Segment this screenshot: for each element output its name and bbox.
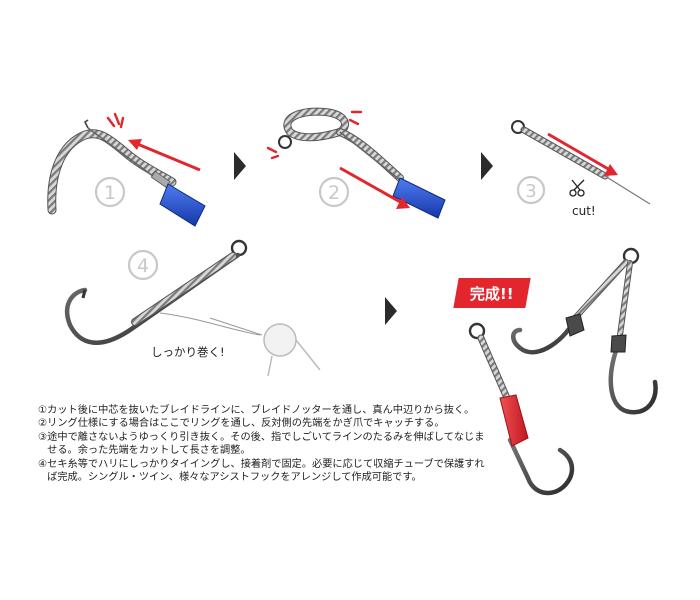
note-text: カット後に中芯を抜いたブレイドラインに、ブレイドノッターを通し、真ん中辺りから抜…	[47, 405, 475, 416]
step-number: 1	[104, 182, 116, 204]
knotter-needle	[339, 131, 401, 181]
step-number-circle	[94, 176, 126, 208]
shrink-tube	[499, 394, 529, 447]
complete-twin-hook	[511, 247, 658, 415]
shrink-tube	[610, 334, 627, 353]
next-chevron-2	[481, 152, 493, 180]
emphasis-marks	[106, 112, 125, 129]
hook-eye	[468, 322, 486, 340]
complete-label: 完成!!	[470, 284, 514, 303]
step-4-illustration: 4	[64, 239, 321, 377]
thread-spool-line	[159, 312, 261, 336]
hook	[511, 317, 578, 355]
step-number-circle	[516, 175, 546, 205]
step-1-illustration: 1	[47, 112, 206, 227]
note-number: ④	[38, 458, 48, 470]
shrink-tube	[565, 313, 585, 337]
emphasis-marks	[266, 110, 363, 160]
wrap-tightly-label: しっかり巻く!	[151, 345, 225, 359]
scissors-icon	[569, 179, 585, 197]
complete-single-hook	[468, 322, 575, 496]
knotter-handle-blue	[392, 177, 446, 219]
step-3-illustration: 3	[511, 120, 651, 205]
step-number: 2	[328, 182, 340, 204]
cut-label: cut!	[572, 204, 596, 218]
note-number: ①	[38, 405, 48, 416]
note-1: ① カット後に中芯を抜いたブレイドラインに、ブレイドノッターを通し、真ん中辺りか…	[38, 404, 488, 417]
note-text: 途中で離さないようゆっくり引き抜く。その後、指でしごいてラインのたるみを伸ばして…	[47, 431, 485, 457]
pull-arrow	[339, 166, 403, 205]
hook	[507, 437, 575, 496]
next-chevron-1	[234, 152, 246, 180]
thread-bobbin	[263, 323, 297, 357]
note-number: ③	[38, 431, 48, 443]
hook	[608, 342, 658, 415]
instruction-notes: ① カット後に中芯を抜いたブレイドラインに、ブレイドノッターを通し、真ん中辺りか…	[38, 404, 488, 484]
note-4: ④ セキ糸等でハリにしっかりタイイングし、接着剤で固定。必要に応じて収縮チューブ…	[38, 458, 488, 485]
knotter-handle-blue	[159, 183, 206, 227]
step-number-circle	[127, 249, 159, 281]
note-3: ③ 途中で離さないようゆっくり引き抜く。その後、指でしごいてラインのたるみを伸ば…	[38, 431, 488, 458]
excess-line	[604, 175, 651, 205]
pull-arrow	[547, 132, 611, 172]
hook	[64, 252, 241, 345]
note-2: ② リング仕様にする場合はここでリングを通し、反対側の先端をかぎ爪でキャッチする…	[38, 417, 488, 430]
step-2-illustration: 2	[266, 107, 446, 219]
pull-arrow	[134, 141, 201, 172]
step-number-circle	[318, 176, 350, 208]
note-text: リング仕様にする場合はここでリングを通し、反対側の先端をかぎ爪でキャッチする。	[47, 418, 445, 430]
step-number: 3	[525, 181, 536, 202]
split-ring	[278, 135, 292, 149]
note-number: ②	[38, 418, 48, 430]
step-number: 4	[137, 255, 149, 277]
next-chevron-3	[385, 297, 397, 325]
complete-badge: 完成!!	[453, 278, 531, 308]
knotter-hook-tip	[83, 119, 89, 129]
note-text: セキ糸等でハリにしっかりタイイングし、接着剤で固定。必要に応じて収縮チューブで保…	[47, 458, 485, 484]
